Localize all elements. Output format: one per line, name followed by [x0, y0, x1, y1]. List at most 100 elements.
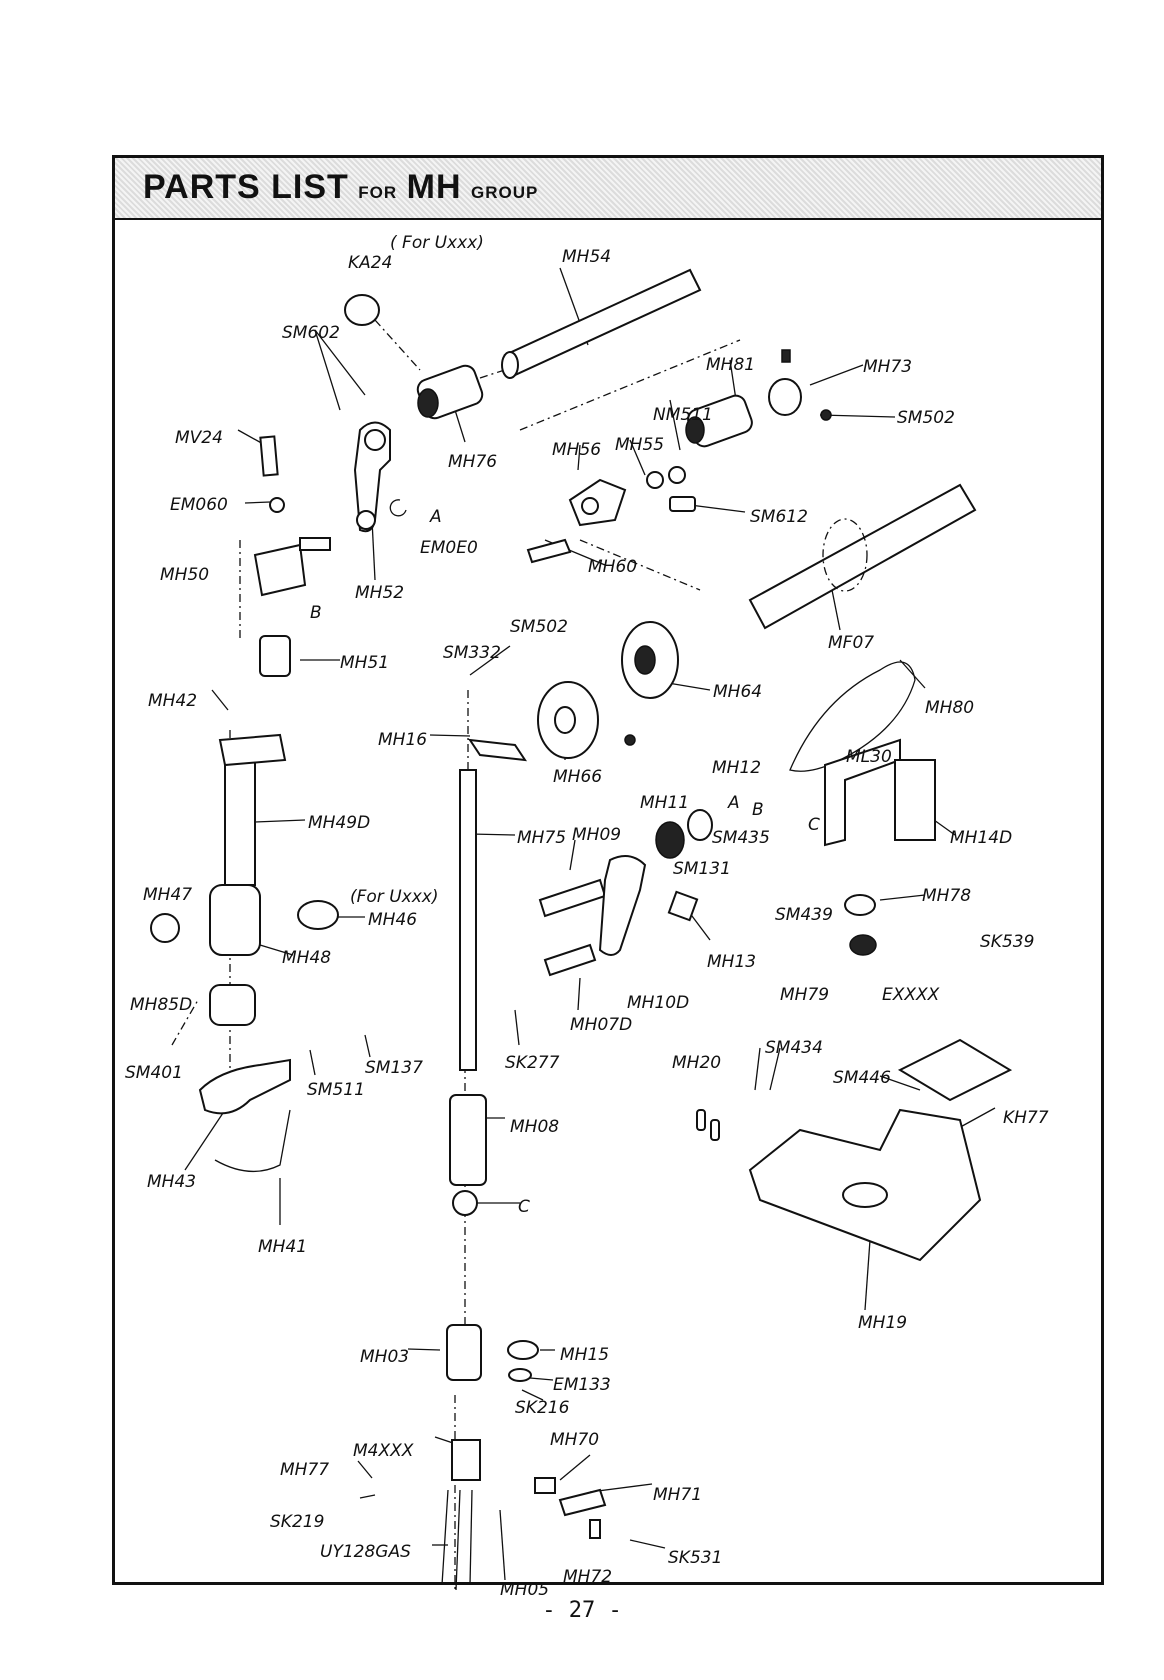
label-mh48: MH48 [282, 948, 331, 968]
label-mh43: MH43 [147, 1172, 196, 1192]
header-band: PARTS LIST FOR MH GROUP [115, 158, 1101, 220]
label-sk531: SK531 [668, 1548, 722, 1568]
label-mh78: MH78 [922, 886, 971, 906]
part-sm502-screw [820, 409, 832, 421]
label-a-top: A [429, 507, 442, 527]
label-ml30: ML30 [846, 747, 892, 767]
part-nm511-nut [668, 466, 686, 484]
part-mh76-bore [417, 388, 439, 418]
label-sm131: SM131 [673, 859, 731, 879]
part-mh60-pin [526, 538, 572, 564]
page-title: PARTS LIST FOR MH GROUP [143, 168, 542, 207]
label-mh11: MH11 [640, 793, 689, 813]
label-mh75: MH75 [517, 828, 566, 848]
label-sk539: SK539 [980, 932, 1034, 952]
part-mh54-end [501, 351, 519, 379]
label-mh19: MH19 [858, 1313, 907, 1333]
part-uy128gas-needle-1 [441, 1489, 449, 1586]
part-mh54-shaft [503, 268, 702, 377]
title-group: GROUP [470, 183, 539, 202]
label-sm137: SM137 [365, 1058, 423, 1078]
part-mh10d-link [598, 855, 647, 956]
label-mh81: MH81 [706, 355, 755, 375]
part-mh50-pin [299, 537, 331, 551]
label-mh09: MH09 [572, 825, 621, 845]
label-b-right: B [752, 800, 764, 820]
part-mh08-bushing [449, 1094, 487, 1186]
part-mh13-block [667, 890, 699, 922]
part-mh20-pin-1 [696, 1109, 706, 1131]
part-em060-ring [269, 497, 285, 513]
part-em060-clip [389, 499, 407, 517]
label-sk216: SK216 [515, 1398, 570, 1418]
part-ml30-bracket [824, 738, 901, 847]
label-ka24: KA24 [348, 253, 392, 273]
label-mh73: MH73 [863, 357, 912, 377]
part-em133-clip [508, 1368, 532, 1382]
label-mh79: MH79 [780, 985, 829, 1005]
part-c-clip [452, 1190, 478, 1216]
part-mh48-sleeve [209, 884, 261, 956]
part-uy128gas-needle-2 [455, 1489, 461, 1591]
part-mh43-arm [198, 1058, 291, 1115]
part-exxxx-plate [897, 1038, 1013, 1102]
part-labels: KA24 ( For Uxxx) MH54 SM602 MV24 MH76 MH… [125, 233, 1049, 1600]
label-mh56: MH56 [552, 440, 601, 460]
part-mh20-pin-2 [710, 1119, 720, 1141]
label-sm332: SM332 [443, 643, 501, 663]
label-sk219: SK219 [270, 1512, 324, 1532]
part-ka24-cap [344, 294, 380, 326]
part-drawings [150, 268, 1013, 1591]
label-mh12: MH12 [712, 758, 761, 778]
part-mh56-hole [581, 497, 599, 515]
label-m4xxx: M4XXX [353, 1441, 414, 1461]
part-mh14d-block [894, 759, 936, 841]
label-uy128gas: UY128GAS [320, 1542, 411, 1562]
part-mh52-eye [364, 429, 386, 451]
part-mh71 [558, 1488, 607, 1517]
label-mh14d: MH14D [950, 828, 1012, 848]
part-mh72 [589, 1519, 601, 1539]
label-mh71: MH71 [653, 1485, 702, 1505]
part-mh66-screw [624, 734, 636, 746]
label-sm502-a: SM502 [897, 408, 955, 428]
part-mh12-washer [687, 809, 713, 841]
title-parts-list: PARTS LIST [143, 168, 349, 206]
part-mh47-ring [150, 913, 180, 943]
label-mh13: MH13 [707, 952, 756, 972]
label-mh85d: MH85D [130, 995, 192, 1015]
part-mh73-screw [781, 349, 791, 363]
diagram-frame: PARTS LIST FOR MH GROUP [112, 155, 1104, 1585]
part-mh55-washer [646, 471, 664, 489]
part-sm612-screw [669, 496, 696, 512]
part-mh64-bore [634, 645, 656, 675]
label-mh60: MH60 [588, 557, 637, 577]
label-mh54: MH54 [562, 247, 611, 267]
label-mh76: MH76 [448, 452, 497, 472]
label-sm511: SM511 [307, 1080, 365, 1100]
part-mh51-block [259, 635, 291, 677]
part-mh09-pin [538, 878, 607, 918]
part-mf07-collar [822, 518, 868, 592]
label-sm446: SM446 [833, 1068, 891, 1088]
label-b-left: B [310, 603, 322, 623]
part-mf07-shaft [748, 483, 977, 630]
label-mh46: MH46 [368, 910, 417, 930]
part-mh05 [499, 1509, 506, 1581]
part-mh52-crank [353, 421, 391, 533]
part-mh78-ring [844, 894, 876, 916]
page-number: - 27 - [542, 1598, 622, 1623]
label-mh47: MH47 [143, 885, 192, 905]
label-mh15: MH15 [560, 1345, 609, 1365]
part-mv24 [259, 435, 279, 477]
label-sm435: SM435 [712, 828, 770, 848]
label-mh72: MH72 [563, 1567, 612, 1587]
part-mh70 [534, 1477, 556, 1494]
label-mh10d: MH10D [627, 993, 689, 1013]
part-mh03-block [446, 1324, 482, 1381]
label-mh07d: MH07D [570, 1015, 632, 1035]
title-for: FOR [358, 183, 398, 202]
label-for-uxxx-2: (For Uxxx) [350, 887, 438, 907]
part-mh66-bore [554, 706, 576, 734]
